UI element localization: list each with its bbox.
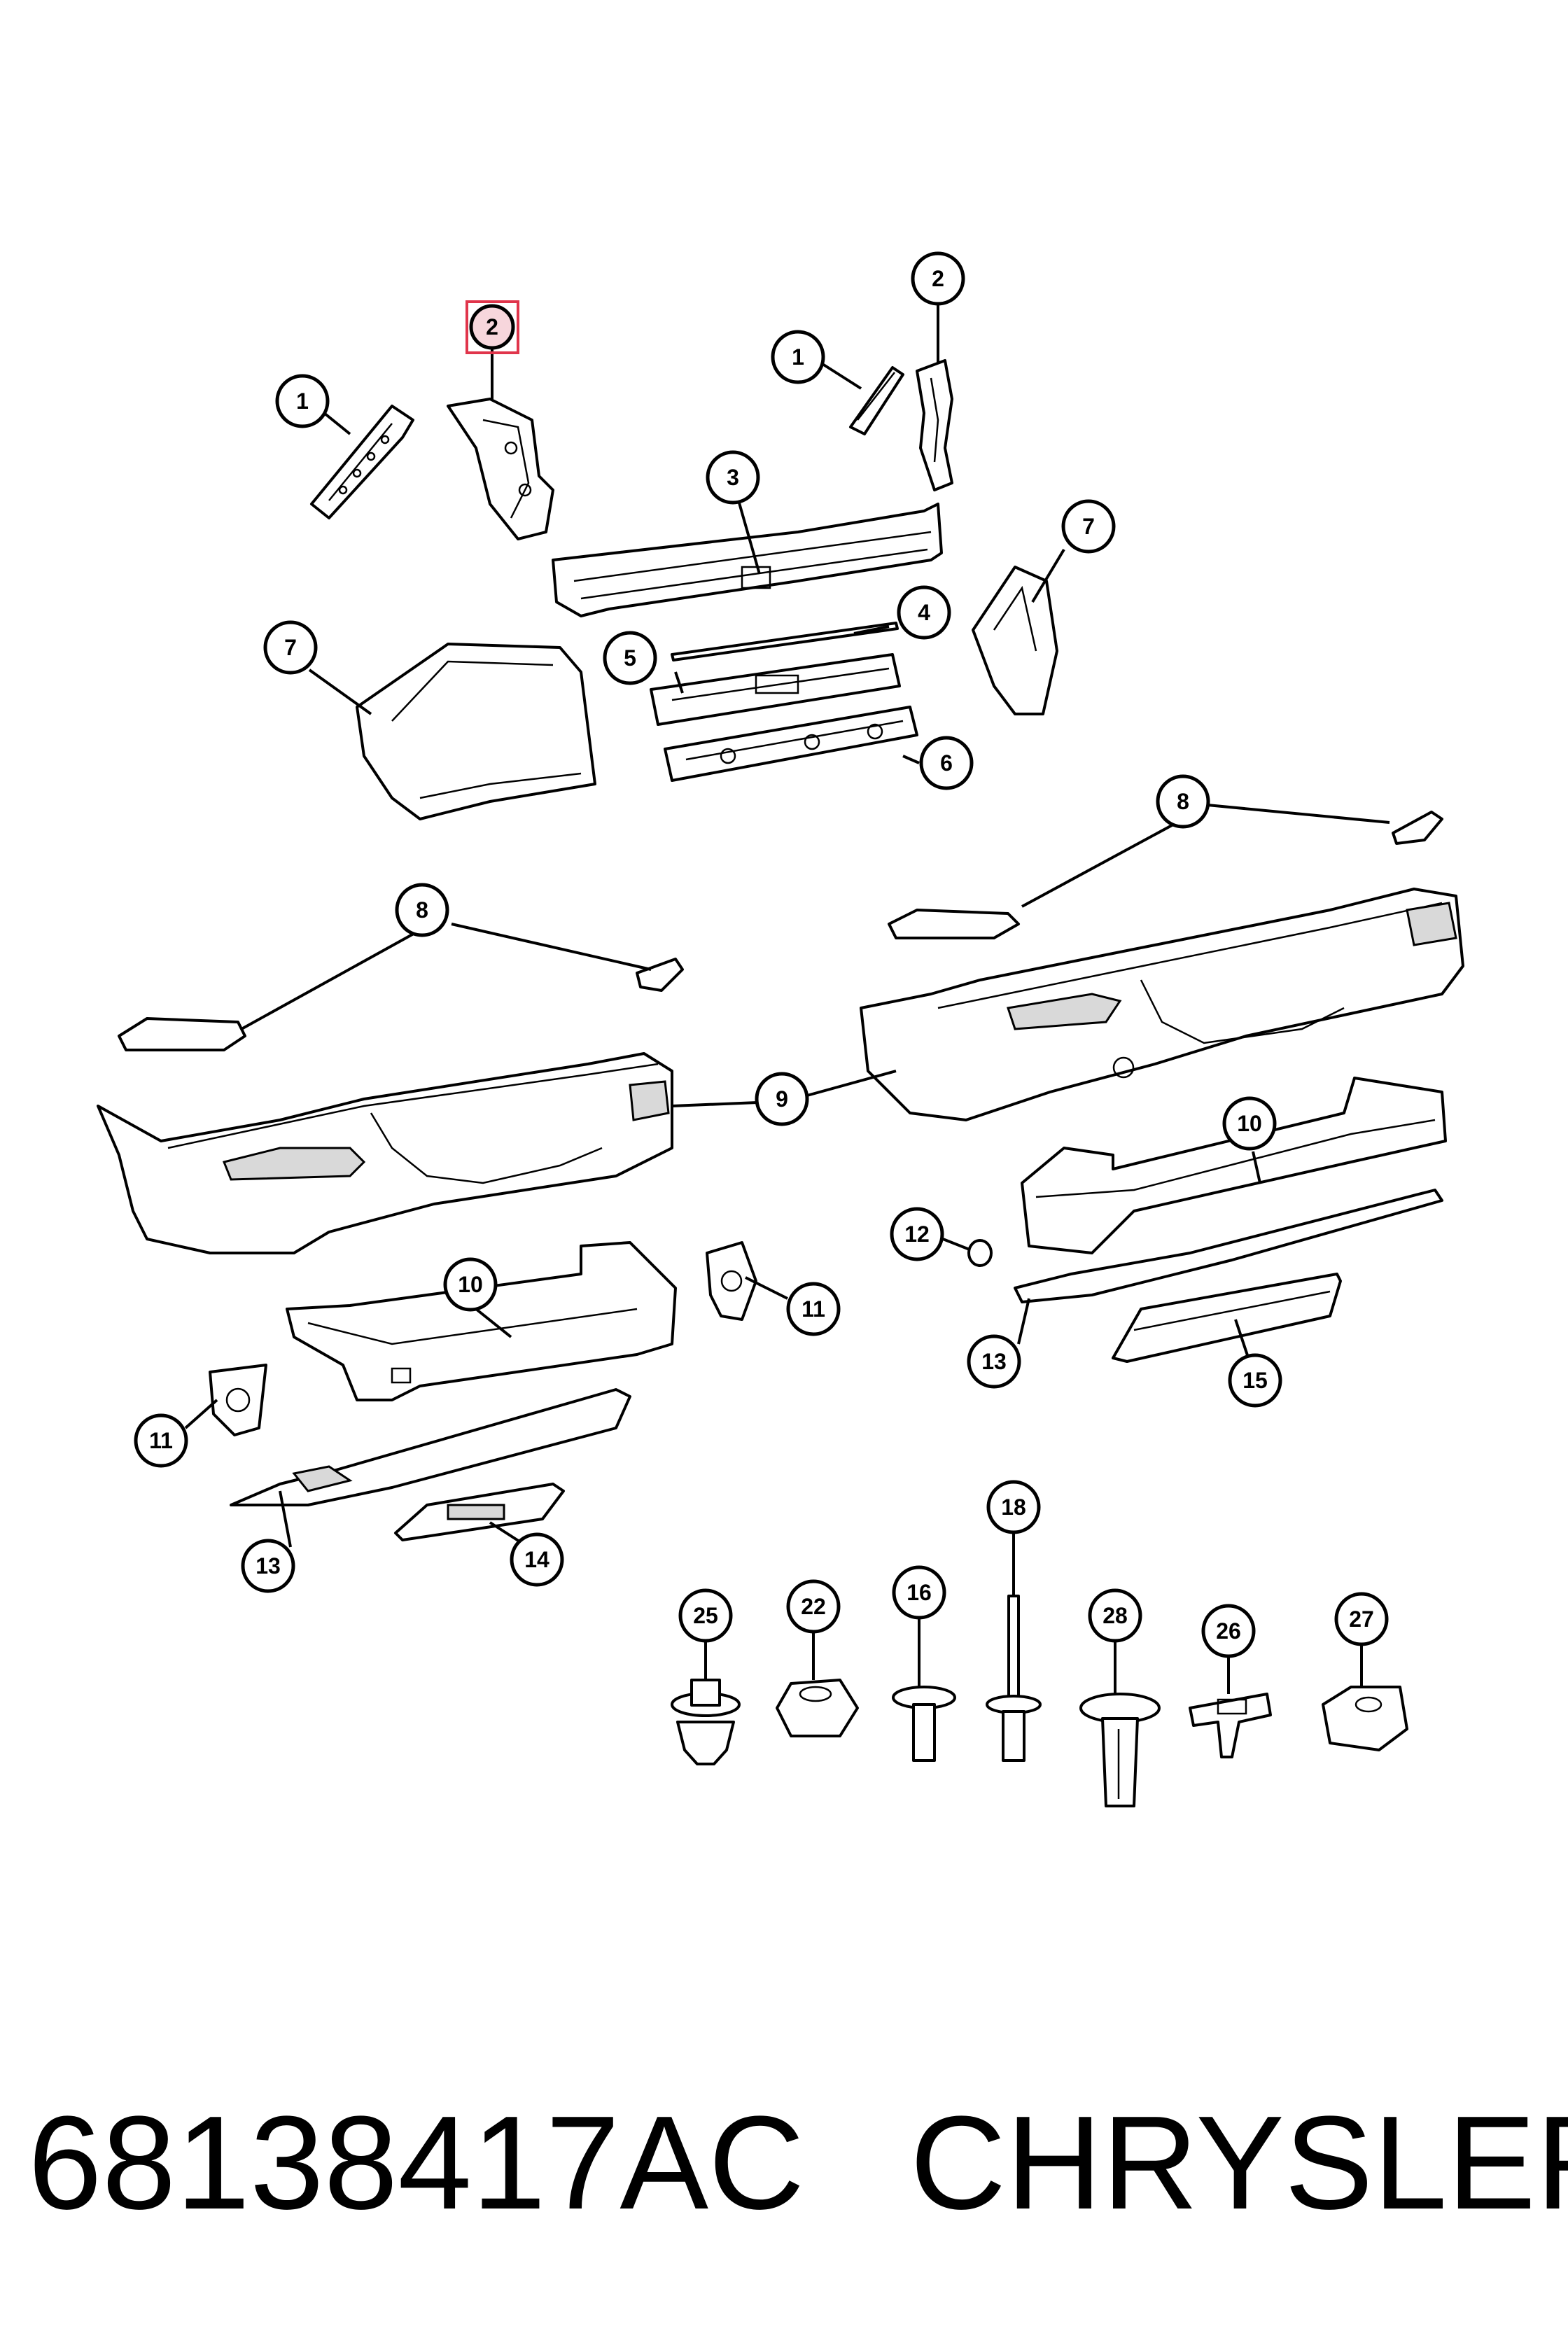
callout-8: 8 [395, 883, 449, 937]
callout-label: 13 [255, 1553, 281, 1578]
callout-label: 8 [416, 897, 428, 923]
callout-10: 10 [1222, 1096, 1277, 1151]
callout-9: 9 [755, 1072, 809, 1126]
callout-12: 12 [890, 1207, 944, 1261]
callout-22: 22 [786, 1579, 841, 1634]
part-2-left-bracket [447, 398, 554, 540]
part-13-left-valance [230, 1388, 631, 1506]
callout-label: 10 [1237, 1111, 1262, 1136]
part-4-strip [671, 622, 899, 662]
part-15-trim [1112, 1273, 1342, 1363]
part-5-absorber [650, 653, 901, 726]
callout-label: 7 [284, 635, 297, 660]
callout-3: 3 [706, 450, 760, 505]
callout-label: 9 [776, 1086, 788, 1112]
callout-14: 14 [510, 1532, 564, 1587]
callout-2-highlighted: 2 [465, 300, 519, 354]
callout-4: 4 [897, 585, 951, 640]
callout-11: 11 [134, 1413, 188, 1468]
callout-1: 1 [771, 330, 825, 384]
callout-26: 26 [1201, 1604, 1256, 1658]
leader-lines [184, 304, 1390, 1694]
callout-15: 15 [1228, 1353, 1282, 1408]
callout-2: 2 [911, 251, 965, 306]
part-8-right-reflectors [888, 811, 1443, 939]
part-1-left-bracket [310, 405, 414, 519]
part-10-left-beam [286, 1241, 677, 1401]
part-7-left-corner [356, 643, 596, 820]
part-7-right-corner [972, 566, 1058, 715]
callout-27: 27 [1334, 1592, 1389, 1646]
brand-name: CHRYSLER [910, 2089, 1568, 2237]
fastener-25-push-pin [671, 1679, 741, 1765]
callout-label: 25 [693, 1603, 718, 1628]
callout-5: 5 [603, 631, 657, 685]
callout-label: 1 [792, 344, 804, 370]
callout-1: 1 [275, 374, 330, 428]
fastener-26-clip [1189, 1693, 1272, 1758]
callout-label: 26 [1216, 1618, 1241, 1644]
highlight-box [465, 300, 519, 354]
callout-10: 10 [443, 1257, 498, 1312]
callout-label: 2 [932, 266, 944, 291]
callout-16: 16 [892, 1565, 946, 1620]
callout-label: 4 [918, 600, 930, 625]
callout-label: 27 [1349, 1606, 1374, 1632]
part-12-plug [967, 1239, 993, 1267]
callout-28: 28 [1088, 1588, 1142, 1643]
part-1-right-bracket [849, 366, 904, 435]
callout-label: 3 [727, 465, 739, 490]
part-13-right-valance [1014, 1189, 1443, 1303]
callout-7: 7 [263, 620, 318, 675]
callout-label: 14 [524, 1547, 550, 1572]
fastener-27-cage-nut [1322, 1686, 1408, 1751]
callout-label: 16 [906, 1580, 932, 1605]
part-3-reinforcement-beam [552, 503, 943, 617]
part-8-left-reflectors [118, 958, 684, 1051]
callout-label: 8 [1177, 789, 1189, 814]
part-6-lower-absorber [664, 706, 918, 782]
part-11-right-plate [706, 1241, 757, 1321]
callout-label: 12 [904, 1222, 930, 1247]
part-14-trim [394, 1483, 565, 1541]
callout-label: 22 [801, 1594, 826, 1619]
part-number: 68138417AC [28, 2089, 805, 2237]
callout-label: 11 [802, 1296, 825, 1322]
fastener-16-screw [892, 1686, 956, 1762]
part-9-left-fascia [97, 1052, 673, 1254]
callout-7: 7 [1061, 499, 1116, 554]
callout-label: 7 [1082, 514, 1095, 539]
callout-label: 13 [981, 1349, 1007, 1374]
callout-8: 8 [1156, 774, 1210, 829]
callout-label: 15 [1242, 1368, 1268, 1393]
part-11-left-plate [209, 1364, 267, 1436]
callout-label: 28 [1102, 1603, 1128, 1628]
part-2-right-bracket [916, 359, 953, 491]
callout-6: 6 [919, 736, 974, 790]
part-9-right-fascia [860, 888, 1464, 1121]
fastener-22-nut [776, 1679, 859, 1737]
callout-label: 18 [1001, 1494, 1026, 1520]
callout-18: 18 [986, 1480, 1041, 1534]
part-10-right-beam [1021, 1077, 1447, 1254]
caption-bar: 68138417AC CHRYSLER [0, 2072, 1568, 2254]
callout-label: 1 [296, 388, 309, 414]
callout-13: 13 [967, 1334, 1021, 1389]
callout-label: 10 [458, 1272, 483, 1297]
callout-label: 2 [486, 314, 498, 340]
callout-11: 11 [786, 1282, 841, 1336]
fastener-18-rivet [986, 1595, 1042, 1762]
callout-label: 5 [624, 645, 636, 671]
fastener-28-push-rivet [1079, 1693, 1161, 1807]
callout-25: 25 [678, 1588, 733, 1643]
callout-13: 13 [241, 1539, 295, 1593]
callout-label: 6 [940, 750, 953, 776]
callout-label: 11 [149, 1428, 173, 1453]
